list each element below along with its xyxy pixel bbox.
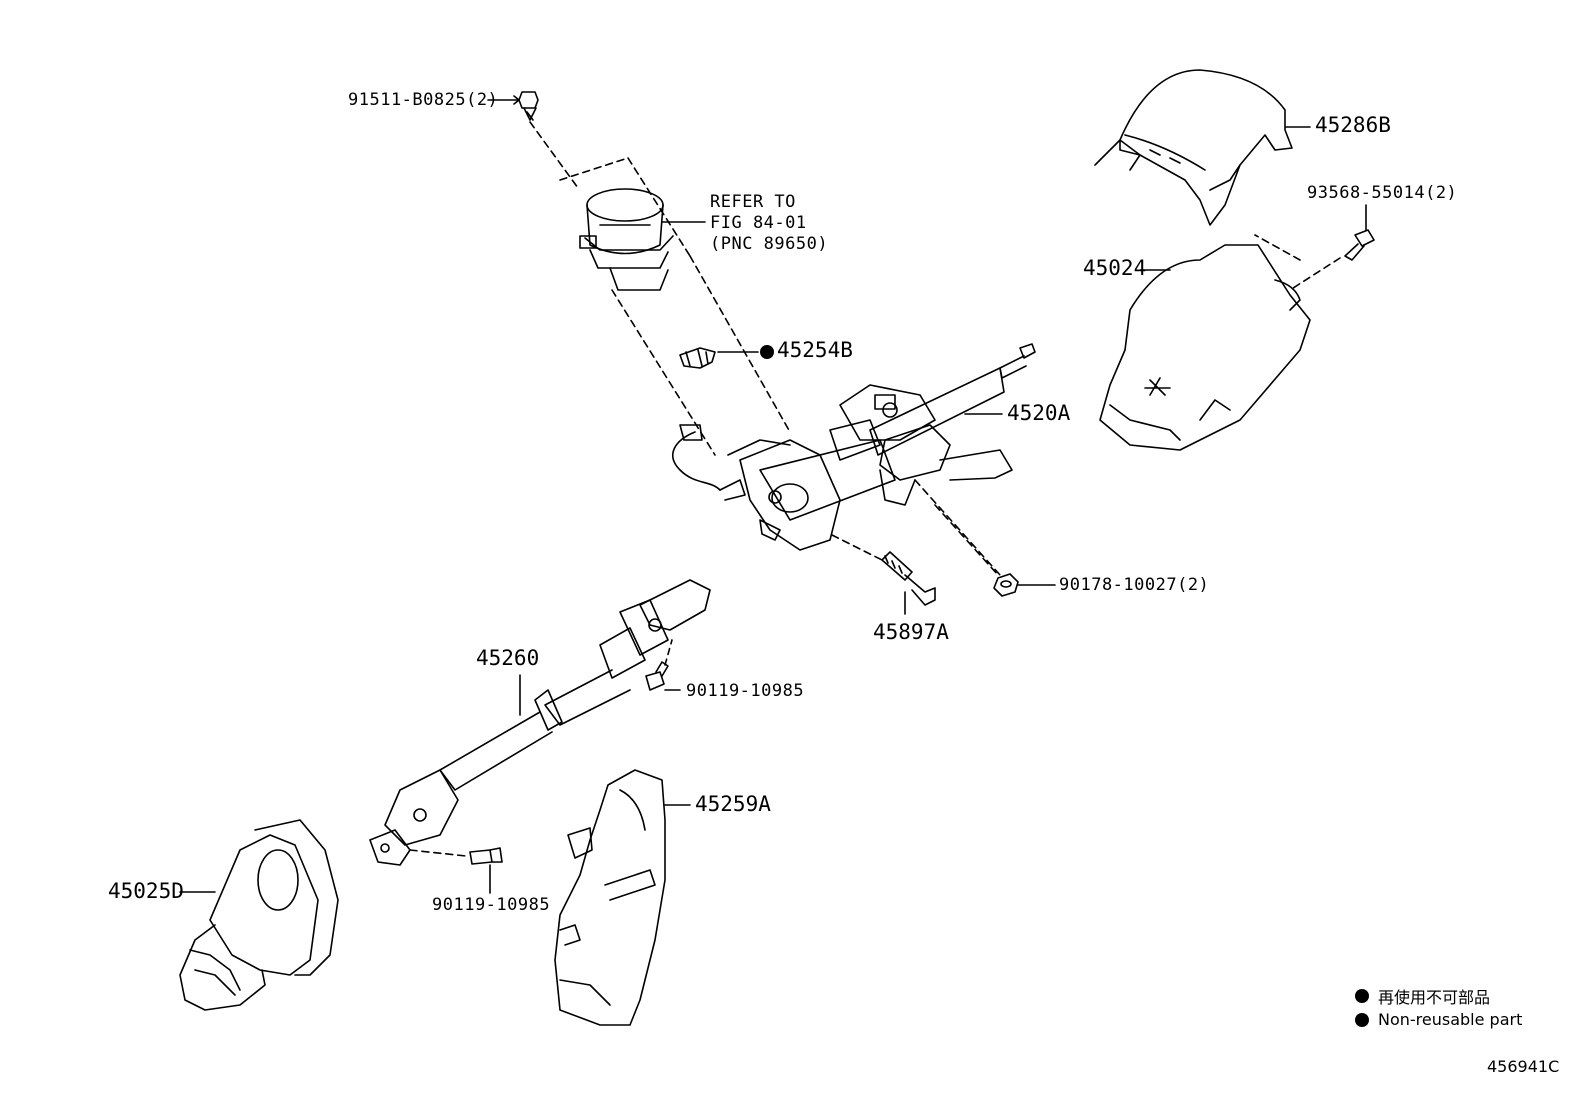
steering-column-icon	[672, 343, 1036, 551]
figure-number: 456941C	[1487, 1057, 1560, 1076]
label-90119-upper[interactable]: 90119-10985	[686, 681, 805, 701]
label-45286b[interactable]: 45286B	[1315, 113, 1391, 137]
label-refer-line3: (PNC 89650)	[710, 234, 829, 254]
label-4520a[interactable]: 4520A	[1007, 401, 1071, 425]
column-cover-lower-icon	[1099, 244, 1311, 451]
label-93568[interactable]: 93568-55014(2)	[1307, 183, 1458, 203]
label-90178[interactable]: 90178-10027(2)	[1059, 575, 1210, 595]
legend-en-text: Non-reusable part	[1378, 1010, 1523, 1029]
legend-japanese: 再使用不可部品	[1355, 984, 1490, 1008]
legend-jp-text: 再使用不可部品	[1378, 988, 1491, 1007]
label-45025d[interactable]: 45025D	[108, 879, 184, 903]
intermediate-shaft-icon	[369, 579, 711, 866]
label-45024[interactable]: 45024	[1083, 256, 1147, 280]
bolt-90119-upper-icon	[645, 661, 669, 691]
label-refer-line1: REFER TO	[710, 192, 796, 212]
label-45260[interactable]: 45260	[476, 646, 540, 670]
non-reusable-dot-icon	[1355, 989, 1369, 1003]
spiral-cable-icon	[579, 188, 674, 291]
label-45259a[interactable]: 45259A	[695, 792, 771, 816]
non-reusable-dot-icon	[1355, 1012, 1369, 1027]
bolt-91511-icon	[518, 91, 539, 121]
column-cover-upper-icon	[1094, 69, 1293, 226]
label-91511[interactable]: 91511-B0825(2)	[348, 90, 499, 110]
bolt-90119-lower-icon	[469, 847, 503, 865]
legend-english: Non-reusable part	[1355, 1010, 1522, 1029]
label-refer-line2[interactable]: FIG 84-01	[710, 213, 807, 233]
label-90119-lower[interactable]: 90119-10985	[432, 895, 551, 915]
screw-93568-icon	[1344, 229, 1375, 261]
label-45254b[interactable]: 45254B	[777, 338, 853, 362]
clip-45254b-icon	[679, 347, 716, 369]
label-45897a[interactable]: 45897A	[873, 620, 949, 644]
nut-90178-icon	[993, 573, 1019, 597]
steering-boot-icon	[179, 819, 339, 1011]
bolt-45897a-icon	[881, 551, 936, 606]
column-hole-cover-icon	[554, 769, 666, 1026]
